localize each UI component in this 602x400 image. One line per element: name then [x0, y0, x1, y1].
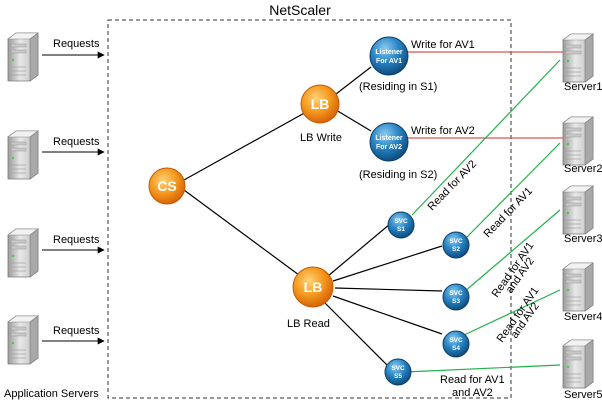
server-2	[562, 116, 594, 166]
svc-s4-node: SVC S4	[442, 330, 470, 358]
server-4	[562, 262, 594, 312]
application-servers-label: Application Servers	[4, 388, 99, 400]
netscaler-boundary	[107, 19, 512, 399]
cs-node: CS	[148, 167, 186, 205]
svc-s1-line1: SVC	[394, 218, 408, 225]
server-4-label: Server4	[564, 311, 602, 323]
server-3-label: Server3	[564, 233, 602, 245]
write-av2-label: Write for AV2	[411, 125, 475, 137]
internal-connectors	[183, 66, 443, 367]
requests-label-3: Requests	[53, 234, 100, 246]
lb-read-caption: LB Read	[287, 318, 330, 330]
application-server-2	[7, 130, 39, 180]
svc-s2-line1: SVC	[449, 238, 463, 245]
svc-s3-line1: SVC	[449, 290, 463, 297]
requests-label-1: Requests	[53, 38, 100, 50]
read-lines	[404, 59, 561, 373]
application-server-3	[7, 228, 39, 278]
read-both-5-line2: and AV2	[452, 387, 493, 399]
listener-av1-line1: Listener	[375, 49, 403, 56]
lb-read-node: LB	[292, 266, 334, 308]
lb-read-label: LB	[304, 279, 323, 295]
svc-s3-node: SVC S3	[442, 283, 470, 311]
server-1	[562, 33, 594, 83]
server-5	[562, 339, 594, 389]
lb-write-label: LB	[311, 96, 330, 112]
server-1-label: Server1	[564, 81, 602, 93]
server-3	[562, 185, 594, 235]
netscaler-title: NetScaler	[269, 2, 331, 18]
listener-av2-node: Listener For AV2	[369, 122, 409, 162]
listener-av1-note: (Residing in S1)	[359, 81, 437, 93]
svc-s2-node: SVC S2	[442, 231, 470, 259]
application-server-1	[7, 32, 39, 82]
read-av1-label: Read for AV1	[482, 185, 536, 240]
svc-s1-node: SVC S1	[387, 211, 415, 239]
server-5-label: Server5	[564, 389, 602, 400]
svc-s1-line2: S1	[397, 226, 405, 233]
lb-write-caption: LB Write	[300, 132, 342, 144]
requests-label-2: Requests	[53, 136, 100, 148]
listener-av2-note: (Residing in S2)	[359, 169, 437, 181]
svc-s4-line1: SVC	[449, 337, 463, 344]
write-av1-label: Write for AV1	[411, 39, 475, 51]
application-server-4	[7, 315, 39, 365]
listener-av2-line1: Listener	[375, 135, 403, 142]
svc-s4-line2: S4	[452, 345, 460, 352]
svc-s5-line2: S5	[394, 373, 402, 380]
svc-s2-line2: S2	[452, 246, 460, 253]
read-both-5-line1: Read for AV1	[440, 374, 505, 386]
read-av2-label: Read for AV2	[426, 158, 480, 213]
requests-label-4: Requests	[53, 325, 100, 337]
svc-s3-line2: S3	[452, 298, 460, 305]
listener-av1-line2: For AV1	[376, 58, 402, 65]
server-2-label: Server2	[564, 163, 602, 175]
listener-av2-line2: For AV2	[376, 144, 402, 151]
svc-s5-node: SVC S5	[384, 358, 412, 386]
lb-write-node: LB	[300, 84, 340, 124]
listener-av1-node: Listener For AV1	[369, 36, 409, 76]
cs-label: CS	[157, 178, 176, 194]
svc-s5-line1: SVC	[391, 365, 405, 372]
